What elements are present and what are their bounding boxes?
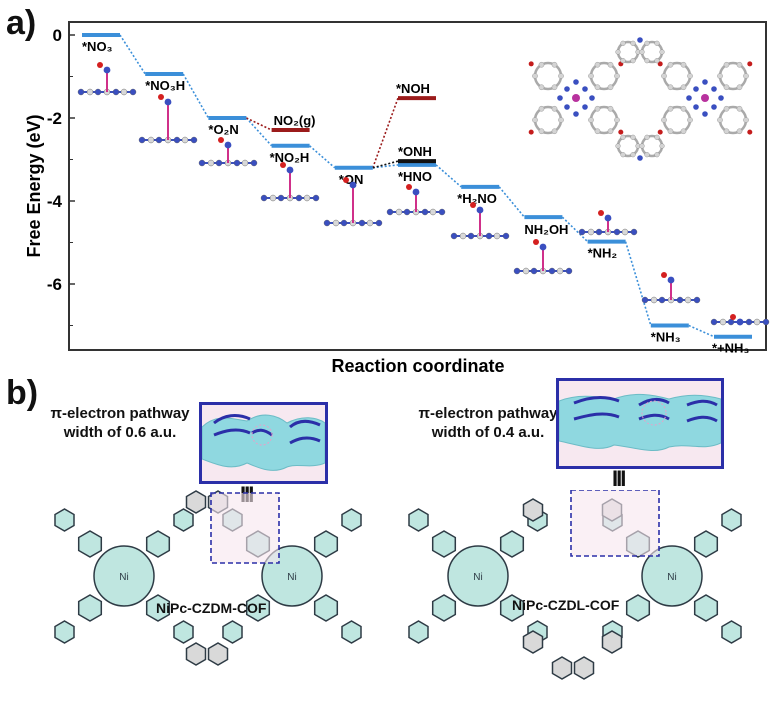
level-connector [435,164,462,188]
svg-text:Ni: Ni [473,572,482,583]
level-connector [688,324,715,338]
level-connector [309,145,336,169]
highlight-box-right [570,490,660,557]
pathway-label-right-line1: π-electron pathway [418,405,558,422]
adsorbate-model [138,94,198,144]
nipc-core: Ni [54,508,194,644]
density-box-left [199,402,328,484]
y-tick-label: 0 [53,26,62,45]
y-axis-title: Free Energy (eV) [24,114,44,257]
pathway-label-left-line2: width of 0.6 a.u. [63,424,177,441]
density-box-right [556,378,724,469]
cof-structure-inset [528,37,753,161]
level-connector [624,241,652,326]
adsorbate-model [260,162,320,202]
y-tick-label: -6 [47,275,62,294]
adsorbate-model [578,210,638,236]
adsorbate-model [323,177,383,227]
cof-name-right: NiPc-CZDL-COF [512,597,620,613]
level-label: *NO₂H [270,150,310,165]
adsorbate-model [198,137,258,167]
highlight-box-left [210,492,280,564]
adsorbate-model [386,184,446,216]
pathway-label-right: π-electron pathway width of 0.4 a.u. [408,404,568,442]
phthalocyanine-unit [528,61,624,135]
adsorbate-model [513,239,573,275]
cof-structure-right: Ni Ni [408,490,742,680]
level-connector [372,97,399,169]
adsorbate-model [710,314,770,326]
svg-text:Ni: Ni [287,572,296,583]
y-axis: 0 -2 -4 -6 [47,26,75,326]
electron-density-right [559,393,721,451]
energy-levels: *NO₃ *NO₃H *O₂N *NO₂H *ON *HNO *H₂NO NH₂OH *NH₂ *… [82,33,752,356]
phthalocyanine-unit [657,61,753,135]
panel-b-label: b) [6,374,39,412]
cof-name-left: NiPc-CZDM-COF [156,600,267,616]
level-label: *ON [339,172,364,187]
level-connector [182,73,210,119]
pathway-label-left: π-electron pathway width of 0.6 a.u. [40,404,200,442]
electron-density-left [202,414,325,471]
level-connector [246,117,272,131]
carbazole-linker [615,134,665,161]
level-connector [119,34,146,75]
y-tick-label: -2 [47,109,62,128]
level-label: *O₂N [208,122,238,137]
svg-text:Ni: Ni [667,572,676,583]
level-connector [561,216,589,243]
cof-structures: Ni Ni Ni Ni [54,490,742,680]
level-label: NO₂(g) [274,113,316,128]
y-tick-label: -4 [47,192,63,211]
pathway-label-left-line1: π-electron pathway [50,405,190,422]
svg-text:Ni: Ni [119,572,128,583]
adsorbate-model [77,62,137,96]
level-connector [498,186,526,218]
carbazole-linker [615,37,665,64]
adsorbate-model [450,202,510,240]
level-connector [372,160,399,169]
level-label: *NH₃ [651,330,681,345]
free-energy-chart: 0 -2 -4 -6 *NO₃ *NO₃H *O₂N *NO₂H *ON *HNO *H₂NO NH… [24,21,770,376]
connectors [119,34,715,338]
level-label: *HNO [398,169,432,184]
level-label: *+NH₃ [712,341,749,356]
panel-a-label: a) [6,4,37,42]
x-axis-title: Reaction coordinate [331,356,504,376]
level-label: *NO₃H [145,78,185,93]
level-label: *NH₂ [588,246,618,261]
level-label: NH₂OH [524,222,568,237]
level-label: *NO₃ [82,39,113,54]
level-label: *NOH [396,81,430,96]
pathway-label-right-line2: width of 0.4 a.u. [431,424,545,441]
cof-structure-left: Ni Ni [54,490,362,666]
equivalence-symbol-right: III [612,466,626,491]
level-label: *ONH [398,144,432,159]
adsorbate-model [641,272,701,304]
plot-frame [68,21,767,351]
molecule-sketches [77,62,770,326]
level-connector [245,117,273,147]
nipc-core: Ni [408,508,548,644]
level-label: *H₂NO [457,191,497,206]
